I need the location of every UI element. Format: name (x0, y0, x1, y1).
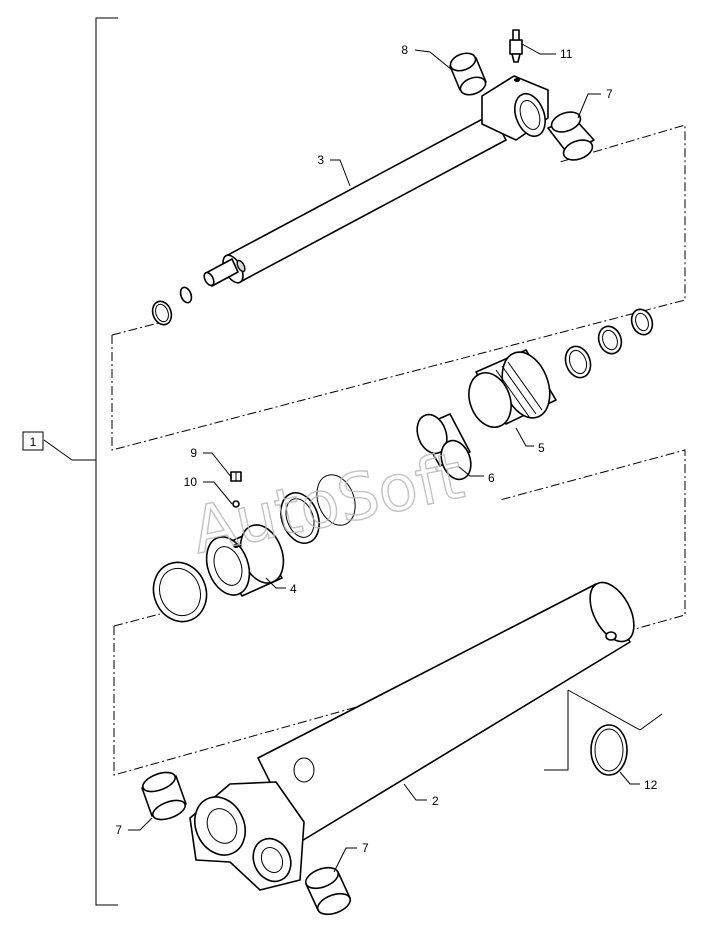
piston (205, 524, 285, 597)
rod-group-frame (111, 124, 686, 451)
assembly-bracket: 1 (22, 17, 118, 906)
callout-5: 5 (538, 441, 545, 455)
leader-lines (128, 43, 640, 873)
gland (468, 349, 557, 428)
port-and-o-ring (544, 689, 663, 776)
callout-8: 8 (401, 43, 408, 57)
watermark-text: AutoSoft (186, 439, 470, 569)
callout-2: 2 (432, 794, 439, 808)
callout-9: 9 (190, 446, 197, 460)
callout-7-barrel-bottom: 7 (362, 841, 369, 855)
piston-rod (203, 75, 549, 287)
callout-10: 10 (184, 475, 198, 489)
spacer (416, 413, 472, 481)
callout-3: 3 (317, 153, 324, 167)
bushing-rod-right (547, 111, 595, 161)
piston-seal-rings (152, 474, 356, 623)
callout-7-rod: 7 (606, 87, 613, 101)
callout-11: 11 (560, 47, 573, 61)
callout-6: 6 (488, 471, 495, 485)
bushing-barrel-bottom (304, 866, 352, 916)
callout-4: 4 (290, 582, 297, 596)
bushing-rod-left (449, 52, 487, 96)
cylinder-barrel (189, 581, 635, 891)
barrel-group-frame (113, 449, 686, 776)
callout-12: 12 (644, 778, 658, 792)
callout-7-barrel-left: 7 (115, 823, 122, 837)
bushing-barrel-left (141, 771, 187, 821)
grease-fitting (509, 29, 523, 63)
gland-seal-rings (564, 308, 654, 379)
callout-1: 1 (30, 435, 37, 449)
callout-labels: 8 11 7 3 5 6 9 10 4 2 7 7 12 (115, 43, 657, 855)
rod-seal-rings (151, 286, 193, 326)
